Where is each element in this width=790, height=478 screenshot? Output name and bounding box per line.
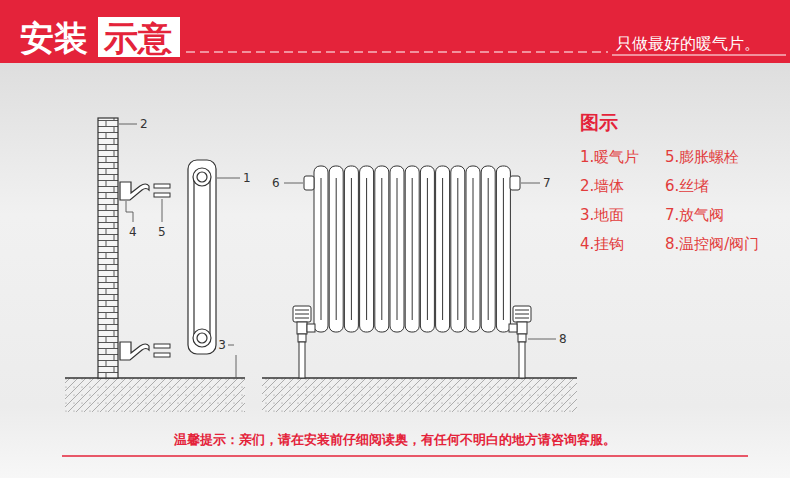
radiator-side [188, 160, 216, 354]
bottom-rule [62, 455, 748, 457]
legend-item: 4.挂钩 [580, 237, 624, 252]
callout-number: 1 [243, 172, 251, 184]
callout-number: 7 [543, 177, 551, 189]
radiator-columns [314, 166, 510, 332]
callout-number: 8 [559, 333, 567, 345]
plug [304, 176, 314, 190]
slogan: 只做最好的暖气片。 [616, 36, 760, 52]
callout-number: 2 [140, 118, 148, 130]
expansion-bolt [154, 184, 170, 357]
legend-item: 1.暖气片 [580, 150, 639, 165]
header-title: 安装 [20, 21, 88, 55]
header-title: 示意 [104, 21, 172, 55]
front-view [262, 166, 577, 412]
callout-number: 6 [272, 177, 280, 189]
side-view [65, 118, 245, 412]
hook [120, 182, 149, 200]
valve [293, 306, 315, 378]
dashed-rule [186, 51, 608, 52]
hook [120, 342, 149, 360]
callout-number: 3 [218, 339, 226, 351]
title-box [98, 17, 180, 57]
legend-item: 5.膨胀螺栓 [665, 150, 739, 165]
leader-line [119, 124, 240, 378]
legend-item: 2.墙体 [580, 179, 624, 194]
legend-heading: 图示 [580, 113, 618, 132]
callout-number: 5 [158, 226, 166, 238]
callout-number: 4 [129, 226, 137, 238]
legend-item: 3.地面 [580, 208, 624, 223]
wall [98, 118, 118, 378]
valve [509, 306, 531, 378]
legend-item: 8.温控阀/阀门 [665, 237, 759, 252]
slogan-rule [612, 55, 786, 56]
leader-line [284, 183, 556, 339]
legend-item: 6.丝堵 [665, 179, 709, 194]
warm-tip: 温馨提示：亲们，请在安装前仔细阅读奥，有任何不明白的地方请咨询客服。 [174, 433, 616, 446]
header-band [0, 0, 790, 63]
air-valve [510, 176, 520, 190]
legend-item: 7.放气阀 [665, 208, 724, 223]
